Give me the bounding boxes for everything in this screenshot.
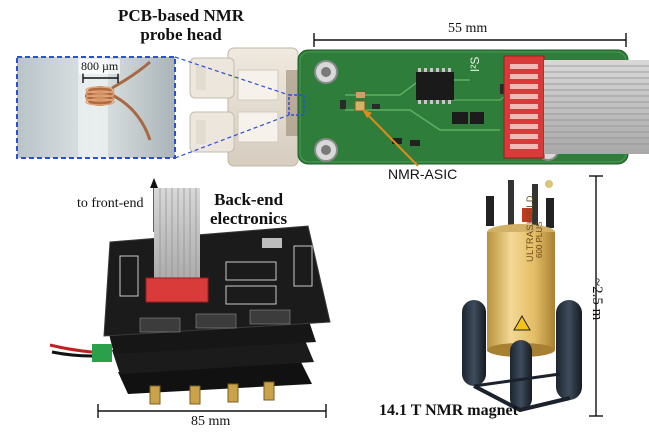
width-dimension-line [97,404,327,418]
asic-pointer-arrow [362,109,419,167]
coil-scale-label: 800 µm [79,59,121,74]
probe-head-title-line2: probe head [140,25,222,44]
coil-scale-bar [82,73,119,83]
magnet-label: 14.1 T NMR magnet [379,402,518,419]
backend-title-line1: Back-end [214,190,284,209]
probe-length-label: 55 mm [448,21,488,36]
backend-electronics-photo [49,178,331,405]
height-dimension-line [589,175,603,417]
magnet-brand-text: ULTRASHIELD [525,195,535,262]
to-front-end-label: to front-end [77,196,144,211]
magnet-model-text: 600 PLUS [535,221,544,258]
backend-width-label: 85 mm [191,414,231,429]
pcb-logo-text: I²S [468,56,482,72]
nmr-magnet-photo [462,180,582,413]
asic-label: NMR-ASIC [388,166,458,182]
probe-head-photo [189,47,649,167]
probe-head-title: PCB-based NMR probe head [118,6,244,44]
backend-title: Back-end electronics [210,190,287,228]
length-dimension-line [313,33,627,47]
backend-title-line2: electronics [210,209,288,228]
magnet-height-label: ~2.5 m [589,278,605,321]
inset-callout-lines [174,56,290,159]
probe-head-title-line1: PCB-based NMR [118,6,245,25]
